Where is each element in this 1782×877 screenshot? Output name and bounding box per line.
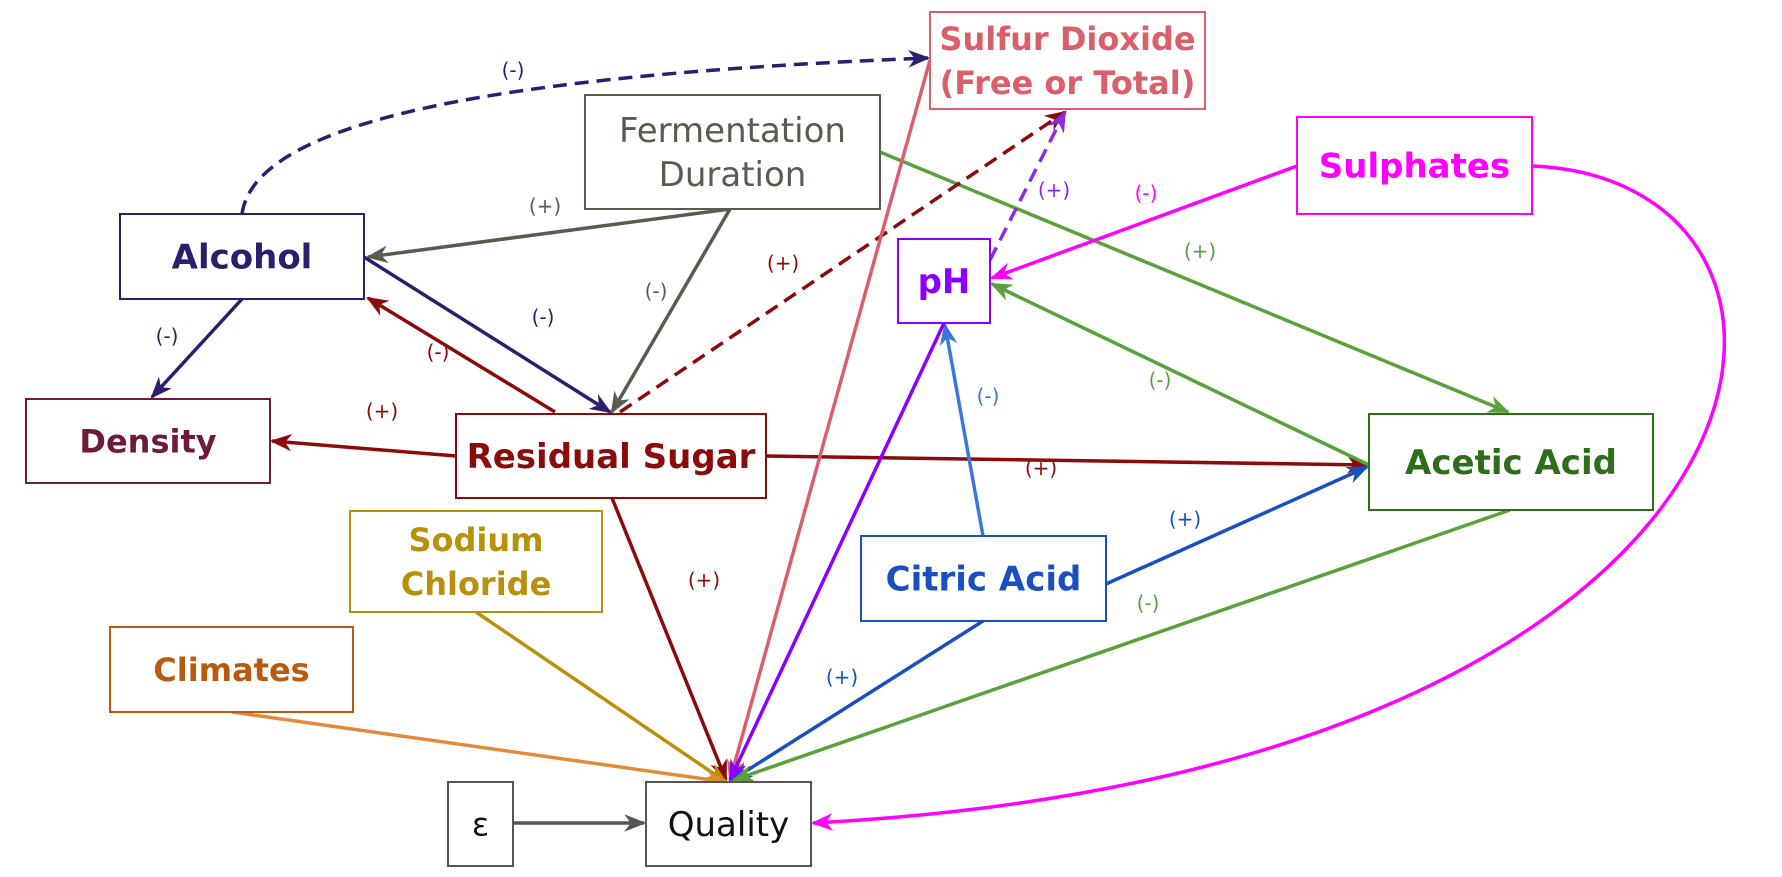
node-label: Density — [79, 423, 216, 461]
edge-residual-sugar-to-acetic-acid — [765, 454, 1370, 474]
edge-acetic-acid-to-quality — [731, 508, 1511, 782]
edge-sign-label: (-) — [1149, 368, 1172, 392]
edge-sign-label: (+) — [1038, 178, 1070, 202]
node-sulphates: Sulphates — [1296, 116, 1533, 215]
edge-sign-label: (+) — [767, 251, 799, 275]
edge-residual-sugar-to-alcohol — [366, 296, 556, 414]
edge-sign-label: (-) — [156, 324, 179, 348]
node-box — [119, 213, 365, 300]
node-box — [897, 238, 991, 324]
node-label: Duration — [659, 155, 807, 195]
edge-sign-label: (-) — [977, 384, 1000, 408]
node-residual-sugar: Residual Sugar — [455, 413, 767, 499]
edge-sign-label: (+) — [366, 399, 398, 423]
node-citric-acid: Citric Acid — [860, 535, 1107, 622]
node-acetic-acid: Acetic Acid — [1368, 413, 1654, 511]
node-label: Acetic Acid — [1405, 443, 1617, 483]
node-label: Alcohol — [172, 238, 313, 278]
edge-sign-label: (+) — [1184, 239, 1216, 263]
node-label: Sodium — [408, 521, 543, 559]
node-box — [645, 781, 812, 867]
edge-sign-label: (-) — [427, 340, 450, 364]
node-alcohol: Alcohol — [119, 213, 365, 300]
node-label: ε — [472, 806, 489, 844]
node-label: Sulfur Dioxide — [939, 20, 1195, 58]
edge-sign-label: (-) — [532, 305, 555, 329]
edge-sign-label: (-) — [502, 58, 525, 82]
edge-ph-to-quality — [728, 322, 946, 782]
edge-sign-label: (+) — [688, 568, 720, 592]
node-label: Citric Acid — [886, 560, 1082, 600]
node-label: Residual Sugar — [467, 437, 756, 477]
node-box — [1368, 413, 1654, 511]
node-ph: pH — [897, 238, 991, 324]
edge-sign-label: (+) — [826, 665, 858, 689]
node-label: pH — [918, 262, 971, 302]
edge-alcohol-to-density — [150, 297, 244, 399]
edge-sulphates-to-quality — [810, 164, 1726, 831]
edge-citric-acid-to-ph — [939, 322, 985, 537]
edge-alcohol-to-sulfur-dioxide — [240, 49, 931, 215]
edge-fermentation-duration-to-alcohol — [365, 207, 731, 264]
edge-citric-acid-to-acetic-acid — [1105, 465, 1370, 586]
node-layer: Sulfur Dioxide (Free or Total) Fermentatio… — [25, 11, 1654, 867]
edge-label-layer: (-) (+) (-) (+) (+) (+) (-) (-) (-) (-) (+) (+) (-) (… — [156, 58, 1217, 689]
node-label: Chloride — [401, 565, 552, 603]
edge-sodium-chloride-to-quality — [475, 610, 728, 784]
edge-alcohol-to-residual-sugar — [363, 255, 612, 414]
edge-acetic-acid-to-ph — [990, 282, 1370, 467]
edge-climates-to-quality — [231, 710, 729, 788]
edge-sign-label: (-) — [1137, 591, 1160, 615]
node-box — [929, 11, 1206, 110]
edge-layer — [150, 49, 1726, 832]
node-box — [349, 510, 603, 613]
node-label: Quality — [668, 805, 790, 845]
edge-sulfur-dioxide-to-quality — [726, 59, 932, 783]
node-label: Fermentation — [619, 111, 846, 151]
edge-sign-label: (-) — [645, 279, 668, 303]
node-box — [455, 413, 767, 499]
edge-sign-label: (+) — [529, 194, 561, 218]
node-label: Sulphates — [1319, 147, 1510, 187]
node-epsilon: ε — [447, 781, 514, 867]
edge-fermentation-duration-to-acetic-acid — [879, 150, 1511, 414]
edge-sign-label: (+) — [1169, 507, 1201, 531]
node-box — [1296, 116, 1533, 215]
edge-sign-label: (-) — [1135, 181, 1158, 205]
node-label: (Free or Total) — [940, 64, 1196, 102]
edge-fermentation-duration-to-residual-sugar — [610, 208, 732, 414]
node-label: Climates — [153, 651, 309, 689]
edge-residual-sugar-to-sulfur-dioxide — [619, 110, 1067, 414]
node-density: Density — [25, 398, 271, 484]
edge-residual-sugar-to-quality — [610, 497, 728, 783]
node-climates: Climates — [109, 626, 354, 713]
node-quality: Quality — [645, 781, 812, 867]
node-box — [447, 781, 514, 867]
edge-sulphates-to-ph — [989, 164, 1298, 280]
edge-sign-label: (+) — [1025, 456, 1057, 480]
edge-citric-acid-to-quality — [730, 619, 984, 782]
node-box — [860, 535, 1107, 622]
node-box — [109, 626, 354, 713]
edge-residual-sugar-to-density — [269, 433, 457, 458]
edge-ph-to-sulfur-dioxide — [988, 110, 1067, 261]
node-box — [584, 94, 881, 210]
node-box — [25, 398, 271, 484]
node-sulfur-dioxide: Sulfur Dioxide (Free or Total) — [929, 11, 1206, 110]
